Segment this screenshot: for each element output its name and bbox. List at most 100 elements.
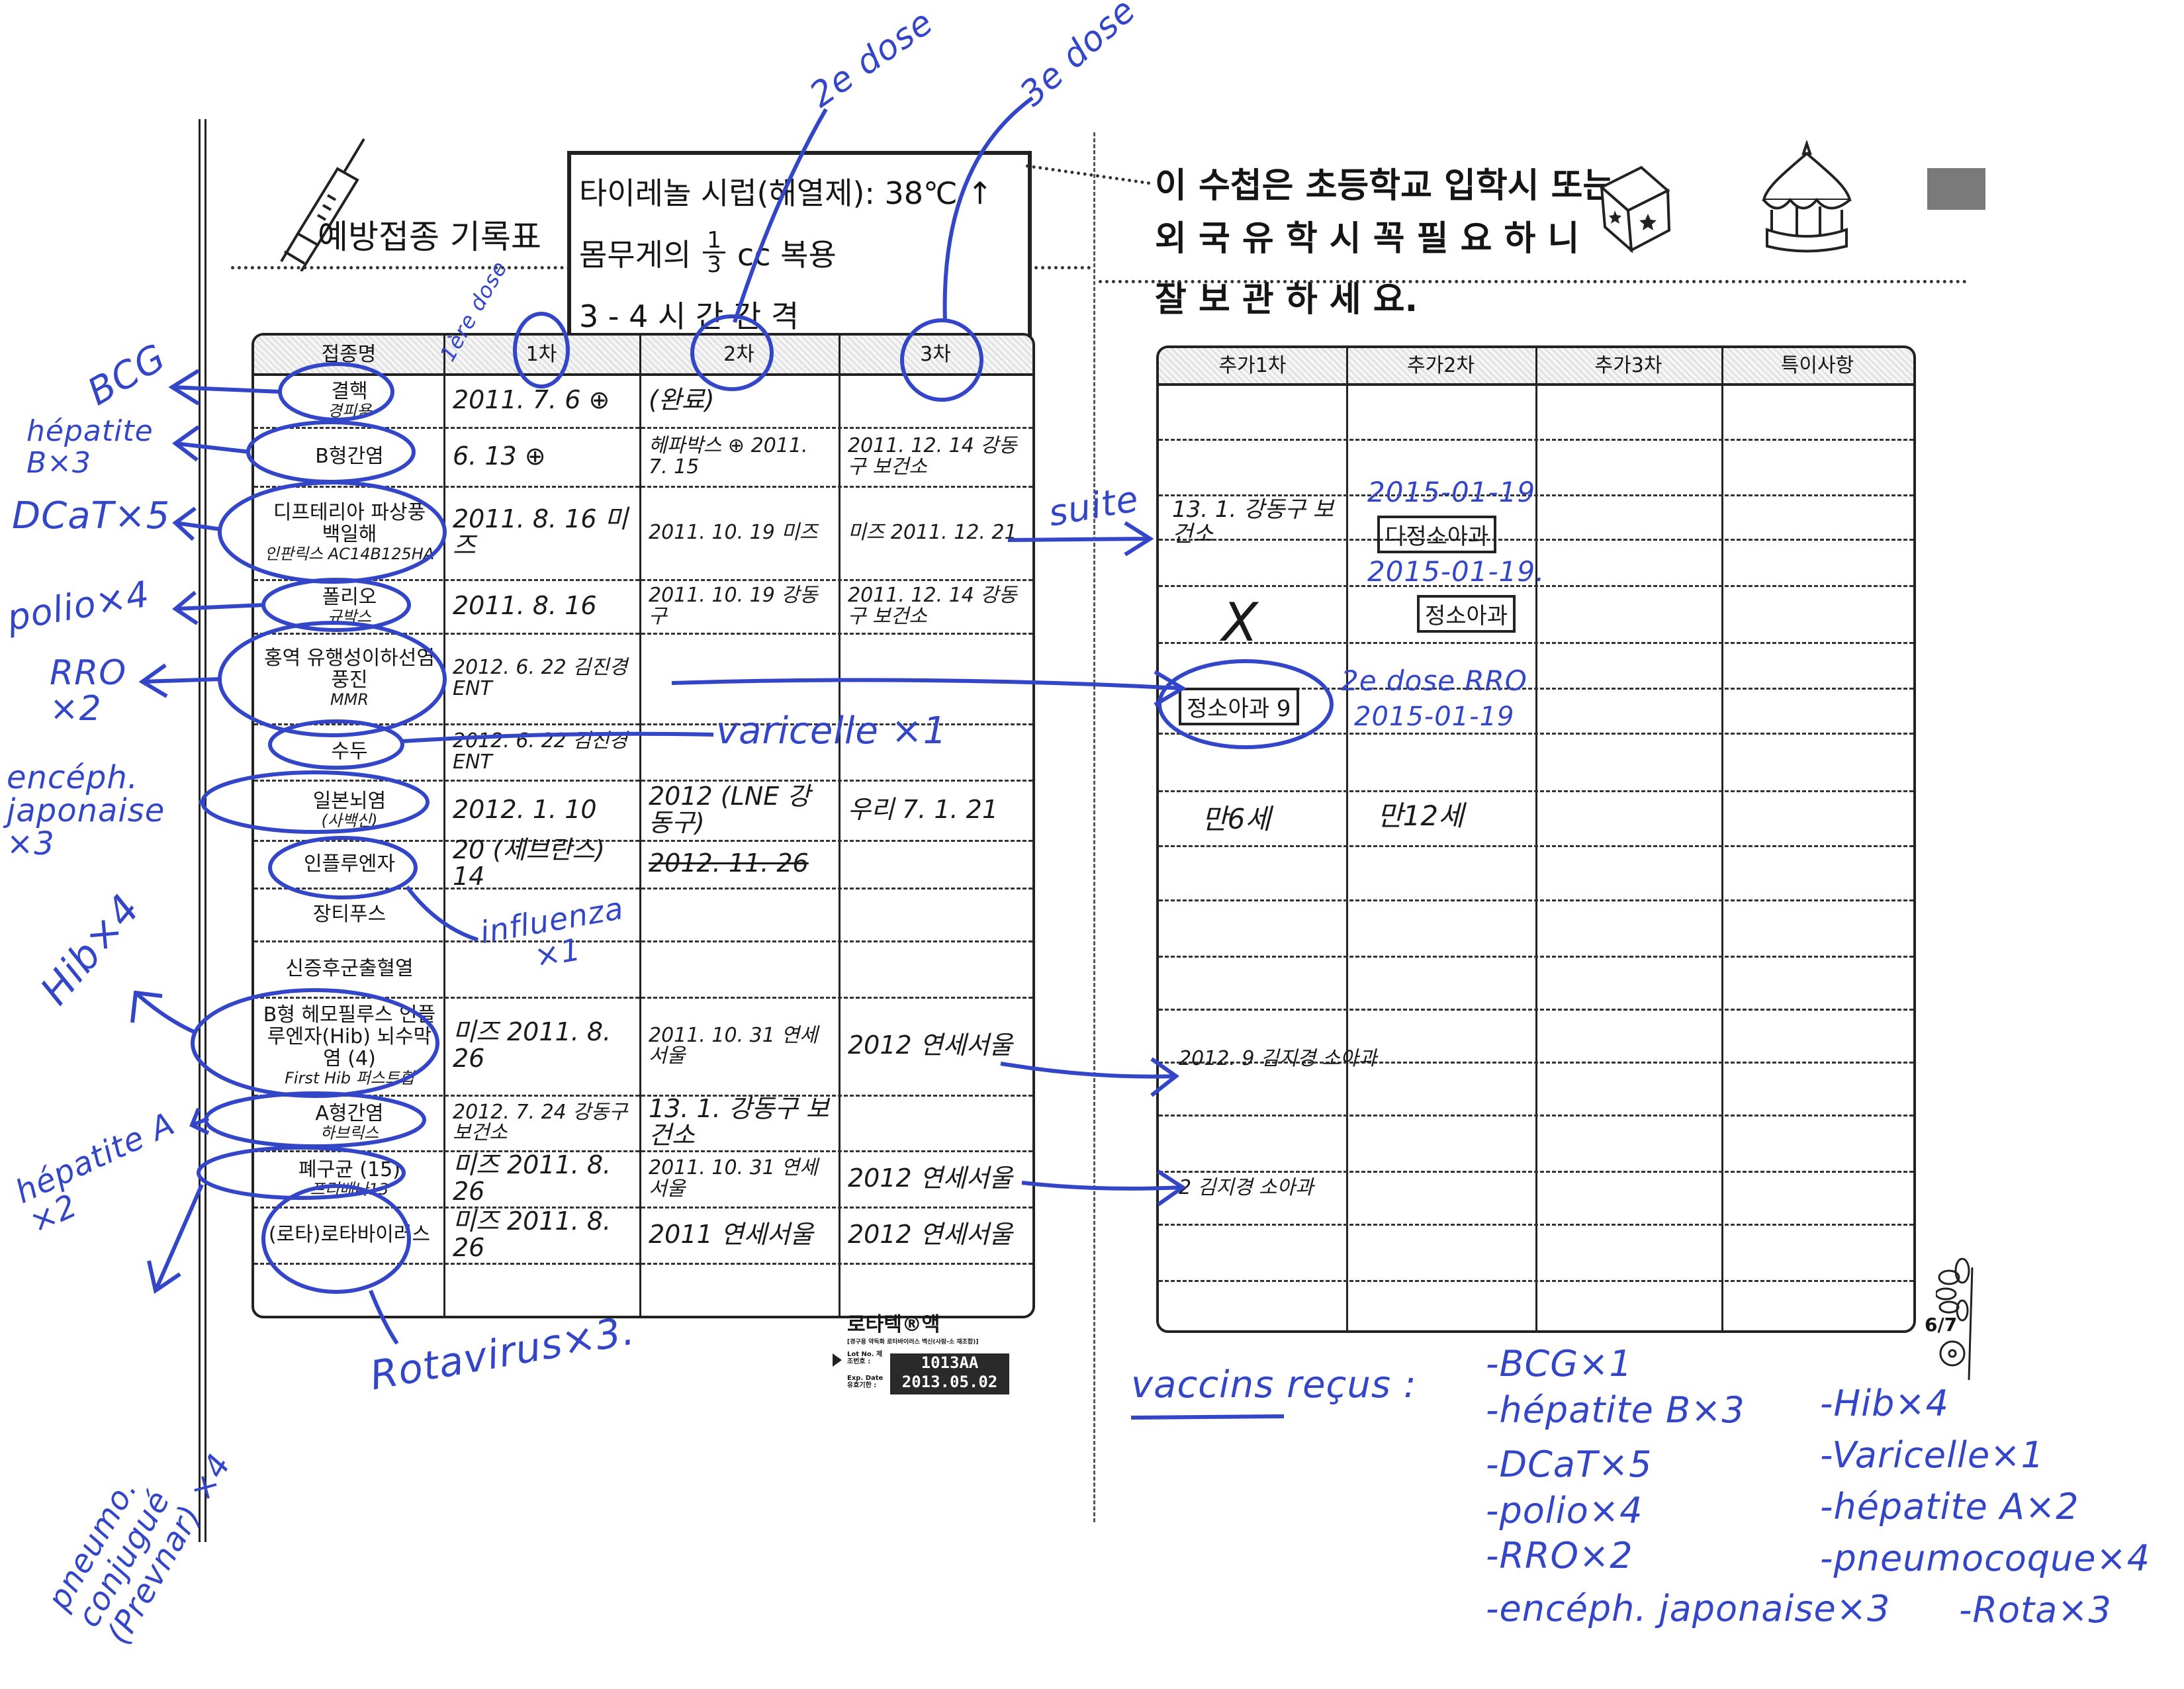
polio-booster-1-crossed: X [1222, 592, 1258, 653]
dose-1-entry: 미즈 2011. 8. 26 [453, 1150, 612, 1206]
dtap-booster-1: 13. 1. 강동구 보건소 [1172, 496, 1334, 548]
summary-item: -hépatite A×2 [1820, 1486, 2079, 1528]
dose-1-entry: 2011. 7. 6 ⊕ [453, 385, 610, 414]
booster-record-table: 추가1차 추가2차 추가3차 특이사항 13. 1. 강동구 보건소 2015-01-19… [1156, 345, 1916, 1333]
vaccine-name: B형 헤모필루스 인플루엔자(Hib) 뇌수막염 (4) [263, 1003, 436, 1071]
row-divider [254, 633, 1032, 635]
vaccine-name: B형간염 [315, 445, 384, 468]
summary-item: -Hib×4 [1820, 1383, 1949, 1424]
notice-line-1: 타이레놀 시럽(해열제): 38℃ ↑ [579, 175, 993, 211]
header-cell: 특이사항 [1780, 354, 1854, 377]
header-cell: 추가2차 [1407, 354, 1475, 377]
summary-item: -polio×4 [1486, 1490, 1643, 1531]
syringe-icon [265, 132, 377, 273]
annotation-varicelle: varicelle ×1 [716, 709, 948, 753]
leader-dotted-line [1025, 164, 1151, 185]
je-booster-2: 만12세 [1377, 799, 1464, 832]
column-divider [1721, 348, 1723, 1330]
dose-1-entry: 2011. 8. 16 미즈 [453, 504, 628, 560]
row-divider [1159, 1280, 1913, 1282]
dose-2-entry: 2012. 11. 26 [649, 848, 809, 878]
summary-item: -hépatite B×3 [1486, 1389, 1745, 1431]
vaccine-product-note: 경피용 [327, 401, 372, 420]
lot-product-name: 로타텍®액 [847, 1313, 940, 1336]
row-divider [1159, 899, 1913, 901]
vaccine-name: 신증후군출혈열 [285, 957, 414, 980]
dose-2-entry: 헤파박스 ⊕ 2011. 7. 15 [649, 434, 808, 479]
vaccine-name: 홍역 유행성이하선염 풍진 [264, 647, 435, 692]
carousel-icon [1757, 139, 1856, 255]
header-cell: 3차 [920, 343, 951, 366]
annotation-pneumo: pneumo. conjugué (Prevnar) ×4 [40, 1447, 239, 1651]
vaccine-product-note: First Hib 퍼스트힙 [285, 1069, 414, 1088]
mmr-booster-1-stamp: 정소아과 9 [1179, 688, 1299, 725]
summary-item: -Rota×3 [1959, 1589, 2112, 1631]
fraction-denominator: 3 [707, 251, 721, 278]
row-divider [254, 1207, 1032, 1209]
rotateq-lot-label: 로타텍®액 [경구용 약독화 로타바이러스 백신(사람-소 재조합)] Lot … [833, 1314, 1024, 1396]
vaccine-name-cell: B형간염 [262, 428, 437, 484]
annotation-hepa: hépatite A ×2 [9, 1105, 181, 1241]
vaccine-name-cell: B형 헤모필루스 인플루엔자(Hib) 뇌수막염 (4)First Hib 퍼스… [262, 998, 437, 1093]
annotation-polio: polio×4 [4, 572, 153, 639]
dose-2-entry: 2011. 10. 19 강동구 [649, 584, 818, 628]
dose-1-entry: 20 (세브란스) 14 [453, 835, 605, 891]
vaccine-name: 폐구균 (15) [298, 1158, 400, 1181]
row-divider [1159, 1224, 1913, 1226]
mmr-booster-2-note: 2e dose RRO [1341, 664, 1527, 697]
annotation-suite: suite [1045, 477, 1142, 535]
summary-title: vaccins reçus : [1131, 1363, 1417, 1406]
header-cell: 2차 [723, 343, 754, 366]
dose-2-entry: (완료) [649, 385, 715, 414]
vaccine-product-note: MMR [330, 690, 369, 709]
table-row: 신증후군출혈열 [254, 940, 1032, 997]
row-divider [1159, 1062, 1913, 1064]
dose-3-entry: 미즈 2011. 12. 21 [848, 520, 1017, 544]
keep-notice-line-1: 이 수첩은 초등학교 입학시 또는 [1155, 166, 1615, 206]
left-page-binding-line [199, 119, 206, 1542]
row-divider [254, 888, 1032, 890]
mmr-booster-2-date: 2015-01-19 [1354, 702, 1515, 732]
row-divider [254, 427, 1032, 429]
page-number: 6/7 [1925, 1314, 1958, 1336]
dose-2-entry: 2012 (LNE 강동구) [649, 781, 811, 837]
page-fold-line [1093, 132, 1095, 1522]
vaccine-product-note: 하브릭스 [320, 1124, 379, 1143]
arrow-hib [130, 990, 197, 1034]
dose-2-entry: 2011. 10. 19 미즈 [649, 520, 818, 544]
vaccine-name-cell: 일본뇌염(사백신) [262, 781, 437, 839]
vaccine-product-note: 프리베나13 [310, 1179, 389, 1199]
vaccine-name: 디프테리아 파상풍 백일해 [273, 501, 426, 547]
keep-notice-line-3: 잘 보 관 하 세 요. [1155, 280, 1418, 320]
arrow-rro [138, 663, 222, 698]
row-divider [254, 723, 1032, 725]
lot-number: 1013AA [921, 1353, 979, 1372]
notice-fraction: 1 3 [703, 229, 725, 276]
vaccine-name-cell: 수두 [262, 725, 437, 778]
header-cell: 추가1차 [1218, 354, 1287, 377]
dose-3-entry: 2012 연세서울 [848, 1219, 1013, 1249]
row-divider [1159, 1115, 1913, 1117]
row-divider [254, 1095, 1032, 1097]
lot-data-box: 1013AA 2013.05.02 [890, 1353, 1009, 1394]
flower-icon [1934, 1254, 1989, 1383]
vaccine-name: (로타)로타바이러스 [268, 1223, 431, 1246]
page-title: 예방접종 기록표 [318, 218, 541, 256]
header-cell: 추가3차 [1594, 354, 1662, 377]
dose-1-entry: 2012. 1. 10 [453, 794, 597, 824]
vaccine-name: A형간염 [315, 1102, 384, 1126]
vaccine-name-cell: 폐구균 (15)프리베나13 [262, 1152, 437, 1205]
dose-2-entry: 2011 연세서울 [649, 1219, 813, 1249]
lot-caption: Lot No. 제조번호 : [847, 1351, 883, 1365]
annotation-hepb: hépatite B×3 [26, 414, 154, 480]
vaccine-name: 결핵 [331, 379, 368, 403]
